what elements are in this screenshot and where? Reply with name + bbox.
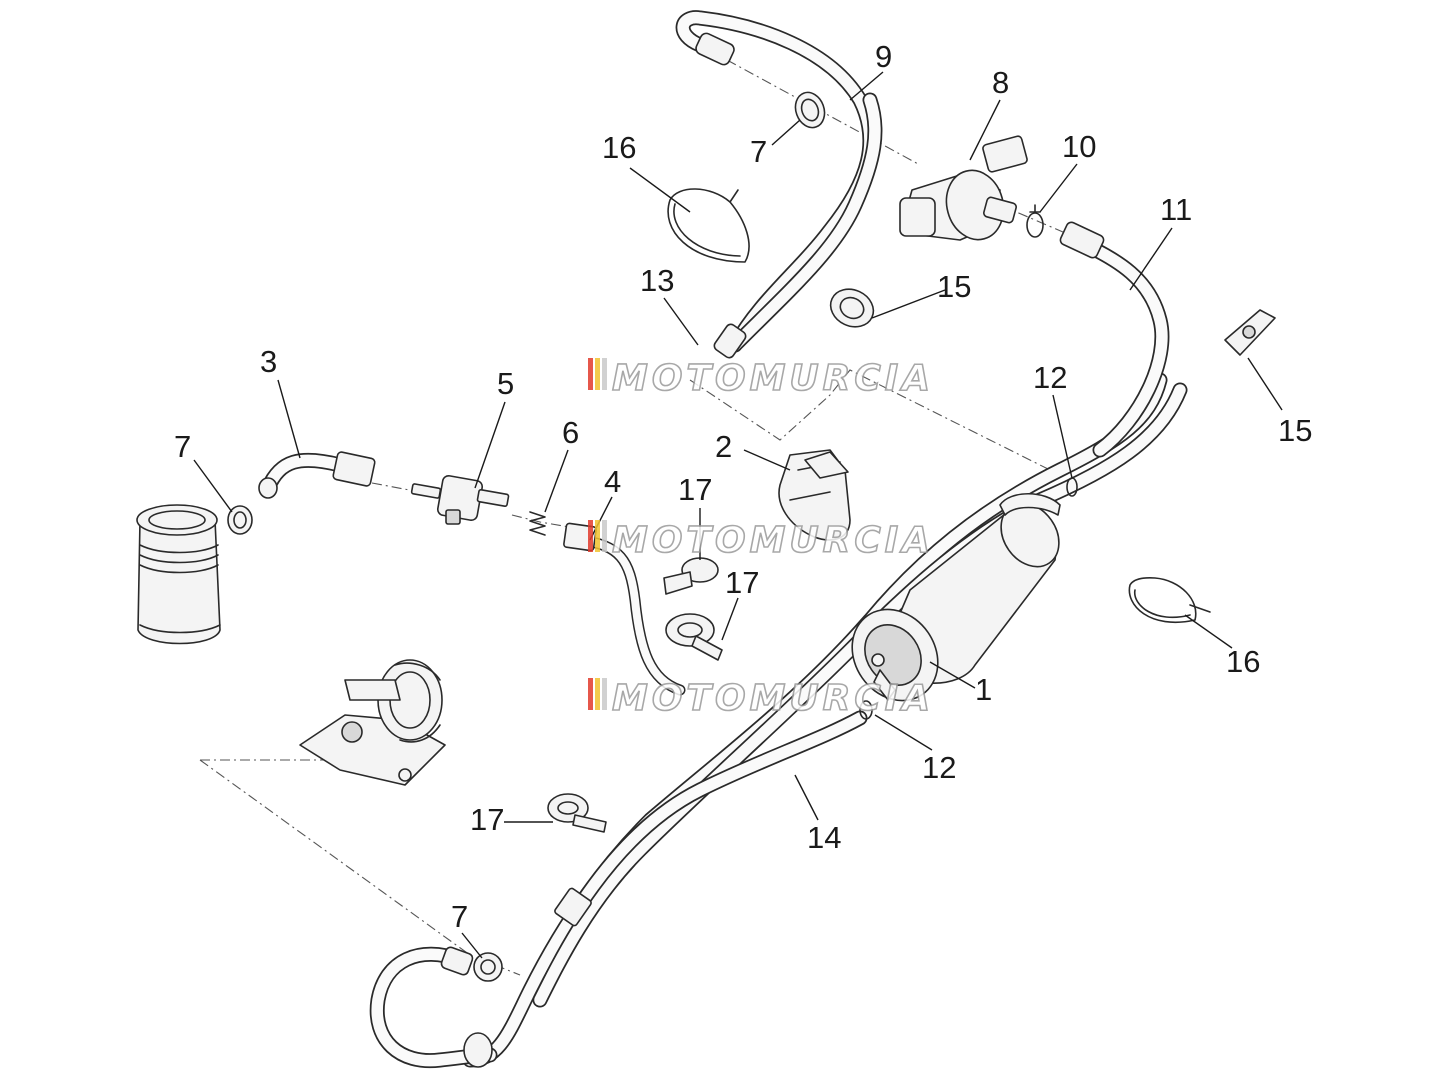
callout-labels: 1 2 3 4 5 6 7 7 7 8 9 10 11 12 12 13 14 …: [174, 39, 1312, 934]
callout-4: 4: [604, 464, 621, 499]
callout-12-lower: 12: [922, 750, 956, 785]
watermark-middle: MOTOMURCIA: [588, 519, 934, 562]
callout-6: 6: [562, 415, 579, 450]
watermark-stripe-yellow: [595, 358, 600, 390]
callout-1: 1: [975, 672, 992, 707]
callout-10: 10: [1062, 129, 1096, 164]
lower-loop-hose: [369, 946, 498, 1069]
solenoid-part-8: [899, 135, 1028, 241]
callout-8: 8: [992, 65, 1009, 100]
hose-9: [675, 10, 883, 359]
watermark-stripe-gray: [602, 358, 607, 390]
watermark-stripe-gray: [602, 520, 607, 552]
callout-14: 14: [807, 820, 841, 855]
fastener-part-17-a: [663, 557, 719, 595]
clip-part-15-right: [1224, 309, 1276, 356]
callout-13: 13: [640, 263, 674, 298]
callout-17-a: 17: [678, 472, 712, 507]
valve-part-5: [410, 474, 510, 525]
hose-14: [554, 710, 868, 927]
callout-15-center: 15: [937, 269, 971, 304]
clip-part-15-center: [829, 288, 875, 328]
clamp-part-10: [1026, 204, 1044, 238]
watermark-text: MOTOMURCIA: [612, 678, 934, 719]
callout-7-top: 7: [750, 134, 767, 169]
fastener-part-17-b: [665, 613, 723, 661]
watermark-text: MOTOMURCIA: [612, 358, 934, 399]
callout-17-b: 17: [725, 565, 759, 600]
callout-3: 3: [260, 344, 277, 379]
callout-11: 11: [1160, 192, 1192, 227]
callout-7-bottom: 7: [451, 899, 468, 934]
watermark-stripe-yellow: [595, 520, 600, 552]
bracket-part-2: [778, 449, 851, 541]
callout-15-right: 15: [1278, 413, 1312, 448]
callout-17-c: 17: [470, 802, 504, 837]
spring-part-6: [529, 511, 546, 536]
callout-5: 5: [497, 366, 514, 401]
hose-11: [1059, 221, 1170, 458]
watermark-text: MOTOMURCIA: [612, 520, 934, 561]
intake-tube: [136, 504, 221, 645]
callout-7-left: 7: [174, 429, 191, 464]
leader-lines: [193, 71, 1283, 959]
clamp-part-7-top: [794, 91, 826, 129]
watermark-stripe-gray: [602, 678, 607, 710]
watermark-stripe-red: [588, 678, 593, 710]
ring-part-16-left: [667, 188, 750, 263]
callout-9: 9: [875, 39, 892, 74]
main-hose-loop: [462, 372, 1188, 1068]
callout-16-right: 16: [1226, 644, 1260, 679]
clamp-part-7-bottom: [473, 952, 503, 982]
callout-12-upper: 12: [1033, 360, 1067, 395]
watermark-bottom: MOTOMURCIA: [588, 677, 934, 720]
elbow-hose-part-3: [258, 451, 376, 499]
canister-part-1: [851, 493, 1061, 702]
watermark-stripe-red: [588, 520, 593, 552]
clamp-part-7-left: [227, 505, 253, 535]
throttle-body: [299, 659, 446, 786]
watermark-stripe-yellow: [595, 678, 600, 710]
fastener-part-17-c: [547, 793, 607, 833]
clip-part-12-lower: [859, 700, 873, 720]
watermark-top: MOTOMURCIA: [588, 357, 934, 400]
ring-part-16-right: [1128, 577, 1211, 624]
callout-16-left: 16: [602, 130, 636, 165]
callout-2: 2: [715, 429, 732, 464]
watermark-stripe-red: [588, 358, 593, 390]
